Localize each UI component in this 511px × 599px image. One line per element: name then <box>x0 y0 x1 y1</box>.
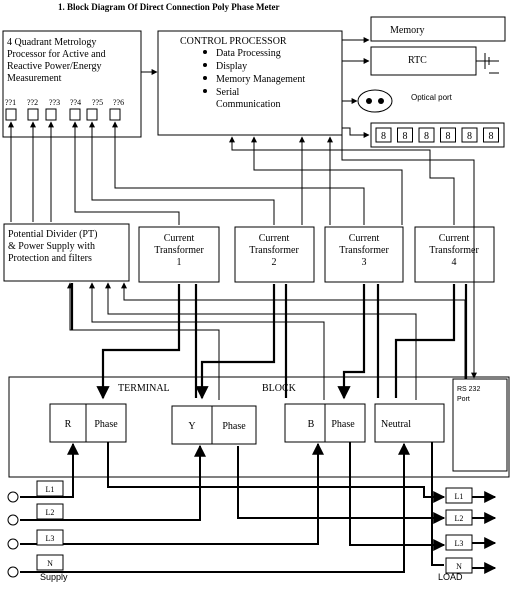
pt-line-1: Potential Divider (PT) <box>8 229 97 240</box>
ct3-line-2: Transformer <box>339 245 389 256</box>
phase-r-name: R <box>65 419 72 430</box>
pin-5 <box>86 108 98 121</box>
lcd-digit: 8 <box>381 131 386 142</box>
phase-r-label: Phase <box>94 419 118 430</box>
metrology-processor-block: 4 Quadrant Metrology Processor for Activ… <box>2 30 142 138</box>
lcd-digit: 8 <box>424 131 429 142</box>
pin-6 <box>109 108 121 121</box>
lcd-digit-cell: 8 <box>375 127 392 143</box>
lcd-digit-cell: 8 <box>483 127 499 143</box>
phase-r: R Phase <box>49 403 127 443</box>
lcd-digit: 8 <box>403 131 408 142</box>
power-wires <box>70 283 468 400</box>
supply-l2: L2 <box>46 508 55 517</box>
supply-side: L1 L2 L3 N Supply <box>7 480 68 582</box>
load-n: N <box>456 562 462 571</box>
ct4-number: 4 <box>452 257 457 268</box>
optical-port-label: Optical port <box>411 93 453 102</box>
diagram-title: 1. Block Diagram Of Direct Connection Po… <box>58 2 280 12</box>
supply-l1: L1 <box>46 485 55 494</box>
block-label: BLOCK <box>262 383 297 394</box>
rs232-port: RS 232 Port <box>452 378 508 472</box>
rs232-line-2: Port <box>457 396 470 403</box>
pin-1 <box>5 108 17 121</box>
phase-y: Y Phase <box>171 405 257 445</box>
load-label: LOAD <box>438 572 463 582</box>
current-transformer-4: Current Transformer 4 <box>414 226 495 283</box>
ct4-line-1: Current <box>439 233 470 244</box>
control-title: CONTROL PROCESSOR <box>180 36 287 47</box>
phase-b: B Phase <box>284 403 366 443</box>
current-transformer-1: Current Transformer 1 <box>138 226 220 283</box>
rtc-label: RTC <box>408 55 427 66</box>
rtc-block: RTC <box>370 46 499 76</box>
pin-3 <box>45 108 57 121</box>
ct3-number: 3 <box>362 257 367 268</box>
neutral-label: Neutral <box>381 419 411 430</box>
lcd-digit-cell: 8 <box>461 127 478 143</box>
pin-label-1: ??1 <box>5 98 16 107</box>
ct1-number: 1 <box>177 257 182 268</box>
supply-n: N <box>47 559 53 568</box>
lcd-digit-cell: 8 <box>440 127 456 143</box>
ct2-line-1: Current <box>259 233 290 244</box>
pin-label-5: ??5 <box>92 98 103 107</box>
potential-divider-block: Potential Divider (PT) & Power Supply wi… <box>3 223 130 282</box>
phase-y-label: Phase <box>222 421 246 432</box>
lcd-digit-cell: 8 <box>397 127 413 143</box>
supply-wires <box>20 442 497 574</box>
memory-label: Memory <box>390 25 424 36</box>
signal-wires <box>8 118 477 379</box>
phase-b-label: Phase <box>331 419 355 430</box>
terminal-block: TERMINAL BLOCK R Phase Y Phase B Phase N… <box>8 376 510 478</box>
metrology-line-4: Measurement <box>7 73 62 84</box>
phase-y-name: Y <box>188 421 195 432</box>
control-item-5: Communication <box>216 99 280 110</box>
control-item-1: Data Processing <box>216 48 281 59</box>
terminal-label: TERMINAL <box>118 383 170 394</box>
supply-label: Supply <box>40 572 68 582</box>
ct1-line-2: Transformer <box>154 245 204 256</box>
battery-icon <box>476 53 499 74</box>
lcd-digit: 8 <box>446 131 451 142</box>
phase-b-name: B <box>308 419 315 430</box>
control-item-3: Memory Management <box>216 74 305 85</box>
pin-label-6: ??6 <box>113 98 124 107</box>
pt-line-3: Protection and filters <box>8 253 92 264</box>
lcd-display: 8 8 8 8 8 8 <box>370 122 505 148</box>
pin-label-4: ??4 <box>70 98 81 107</box>
load-l1: L1 <box>455 492 464 501</box>
pin-label-3: ??3 <box>49 98 60 107</box>
memory-block: Memory <box>370 16 506 42</box>
supply-l3: L3 <box>46 534 55 543</box>
control-processor-block: CONTROL PROCESSOR Data Processing Displa… <box>157 30 343 136</box>
control-item-2: Display <box>216 61 247 72</box>
metrology-line-1: 4 Quadrant Metrology <box>7 37 96 48</box>
pin-label-2: ??2 <box>27 98 38 107</box>
ct4-line-2: Transformer <box>429 245 479 256</box>
control-item-4: Serial <box>216 87 240 98</box>
pin-4 <box>69 108 81 121</box>
ct2-number: 2 <box>272 257 277 268</box>
pt-line-2: & Power Supply with <box>8 241 95 252</box>
ct2-line-2: Transformer <box>249 245 299 256</box>
lcd-digit: 8 <box>467 131 472 142</box>
optical-port-icon <box>357 89 393 113</box>
neutral-terminal: Neutral <box>374 403 445 443</box>
current-transformer-3: Current Transformer 3 <box>324 226 404 283</box>
lcd-digit: 8 <box>489 131 494 142</box>
current-transformer-2: Current Transformer 2 <box>234 226 315 283</box>
metrology-line-3: Reactive Power/Energy <box>7 61 102 72</box>
load-l2: L2 <box>455 514 464 523</box>
ct1-line-1: Current <box>164 233 195 244</box>
metrology-line-2: Processor for Active and <box>7 49 106 60</box>
pin-2 <box>27 108 39 121</box>
load-l3: L3 <box>455 539 464 548</box>
optical-port: Optical port <box>357 89 453 113</box>
load-side: L1 L2 L3 N LOAD <box>438 487 473 582</box>
rs232-line-1: RS 232 <box>457 386 480 393</box>
ct3-line-1: Current <box>349 233 380 244</box>
lcd-digit-cell: 8 <box>418 127 435 143</box>
